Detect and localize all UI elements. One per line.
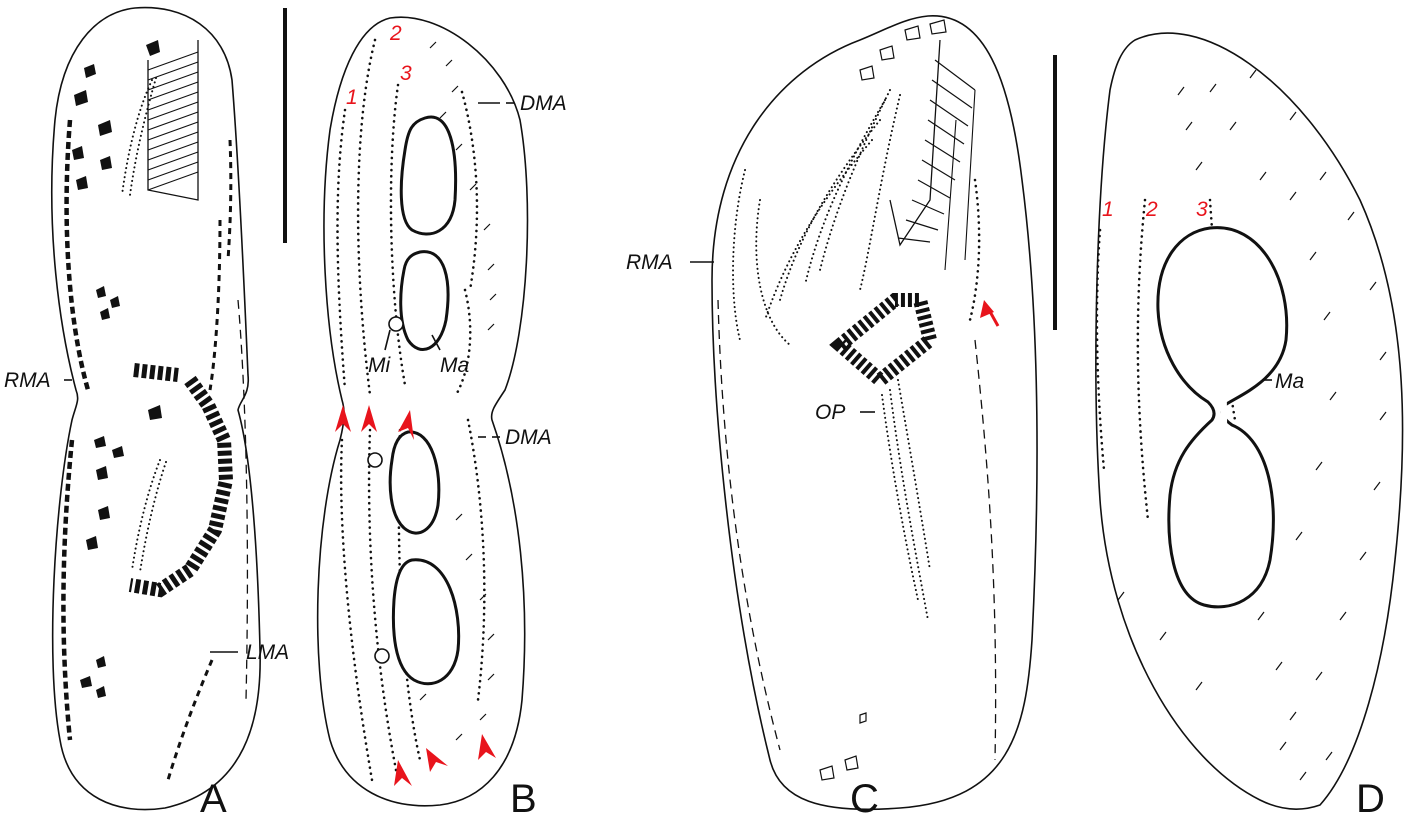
panel-b-ma-label: Ma bbox=[440, 354, 469, 377]
panel-b-micronucleus-2 bbox=[367, 452, 383, 468]
panel-d-kinety-number-3: 3 bbox=[1196, 198, 1208, 221]
panel-c-letter: C bbox=[850, 777, 879, 821]
panel-b-dorsal-bristles bbox=[419, 41, 497, 741]
panel-c-oral-primordium bbox=[829, 293, 938, 621]
panel-a-undulating-membrane bbox=[121, 79, 153, 196]
panel-c-frontal-cirri bbox=[859, 19, 947, 81]
panel-d-dorsal-bristles bbox=[1117, 69, 1387, 781]
panel-a-frontal-cirri bbox=[72, 40, 160, 320]
panel-a-letter: A bbox=[200, 777, 227, 821]
panel-b-macronucleus-1 bbox=[399, 115, 458, 236]
panel-b-cell: 1 2 3 DMA DMA Mi Ma B bbox=[316, 16, 567, 821]
panel-d-kinety-number-2: 2 bbox=[1145, 198, 1158, 221]
panel-a-cell: RMA LMA A bbox=[4, 6, 289, 821]
panel-b-letter: B bbox=[510, 777, 537, 821]
panel-a-adoral-membranelles-proter bbox=[147, 40, 199, 201]
panel-b-micronucleus-1 bbox=[388, 316, 404, 332]
panel-b-macronucleus-3 bbox=[388, 430, 441, 535]
panel-b-kinety-number-2: 2 bbox=[389, 22, 402, 45]
panel-b-dma-label-opisthe: DMA bbox=[505, 426, 552, 449]
panel-b-cell-outline bbox=[316, 16, 529, 807]
panel-a-right-marginal-row bbox=[64, 119, 91, 391]
panel-c-red-arrow bbox=[980, 300, 1000, 327]
panel-b-macronucleus-2 bbox=[399, 250, 450, 351]
panel-d-ma-label: Ma bbox=[1275, 370, 1304, 393]
panel-b-dorsomarginal-opisthe bbox=[466, 418, 486, 702]
panel-d-cell-outline bbox=[1095, 32, 1404, 810]
panel-a-lma-label: LMA bbox=[246, 641, 289, 664]
panel-d-kinety-2 bbox=[1136, 198, 1150, 522]
panel-a-adoral-membranelles-opisthe bbox=[128, 363, 234, 598]
panel-c-cell: RMA OP C bbox=[626, 15, 1038, 821]
panel-b-kinety-number-3: 3 bbox=[400, 62, 412, 85]
panel-b-macronucleus-4 bbox=[391, 558, 461, 686]
panel-b-mi-label: Mi bbox=[368, 354, 391, 377]
panel-d-kinety-number-1: 1 bbox=[1102, 198, 1114, 221]
panel-b-kinety-number-1: 1 bbox=[346, 86, 358, 109]
panel-c-op-label: OP bbox=[815, 401, 845, 424]
panel-c-adoral-membranelles bbox=[889, 39, 976, 271]
panel-a-rma-label: RMA bbox=[4, 369, 51, 392]
panel-c-rma-label: RMA bbox=[626, 251, 673, 274]
panel-d-cell: 1 2 3 Ma D bbox=[1095, 32, 1404, 821]
panel-d-kinety-1 bbox=[1095, 228, 1106, 472]
panel-c-right-kinety bbox=[968, 178, 981, 322]
panel-b-dma-label-proter: DMA bbox=[520, 92, 567, 115]
panel-a-left-marginal-row bbox=[166, 659, 214, 781]
panel-b-red-arrowheads bbox=[335, 405, 496, 786]
panel-b-dorsomarginal-proter bbox=[460, 90, 479, 292]
panel-d-letter: D bbox=[1356, 777, 1385, 821]
panel-a-cell-outline bbox=[50, 6, 261, 811]
panel-c-cell-outline bbox=[711, 15, 1038, 811]
panel-b-micronucleus-3 bbox=[374, 648, 390, 664]
